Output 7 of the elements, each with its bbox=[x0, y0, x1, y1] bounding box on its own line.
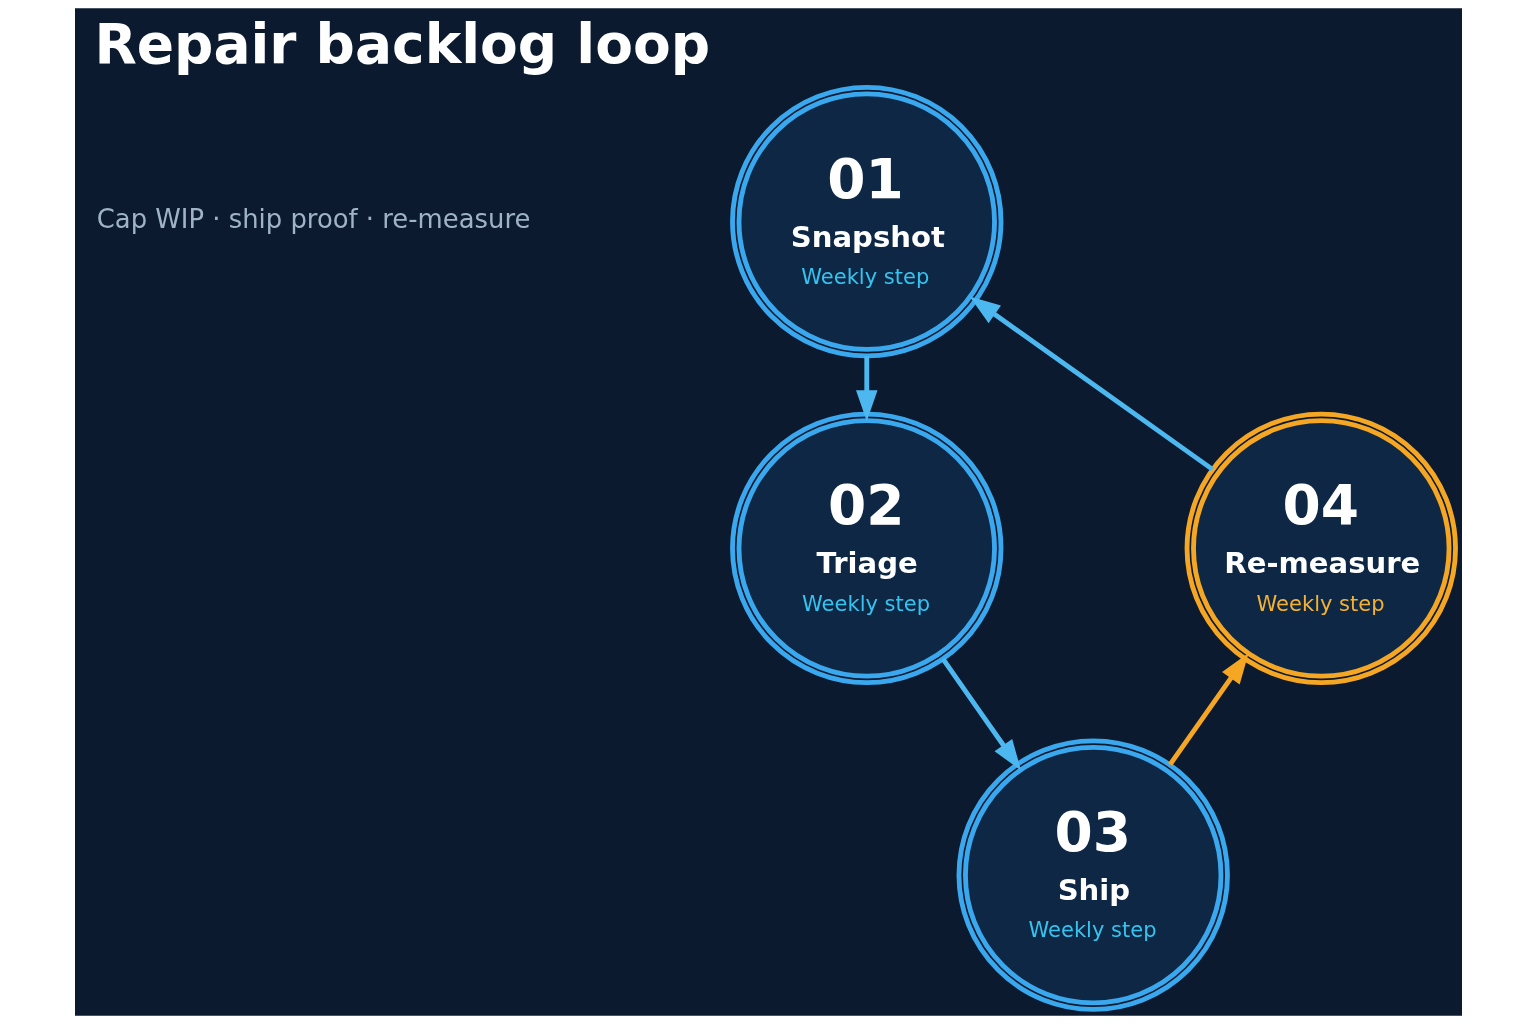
diagram-title: Repair backlog loop bbox=[93, 12, 710, 77]
arrow bbox=[855, 356, 878, 422]
label: Cap WIP · ship proof · re-measure bbox=[96, 203, 530, 234]
arrow bbox=[969, 296, 1214, 472]
arrow bbox=[940, 657, 1021, 771]
arrow bbox=[1167, 653, 1249, 766]
node-circle: 02 Triage Weekly step bbox=[729, 411, 1003, 686]
